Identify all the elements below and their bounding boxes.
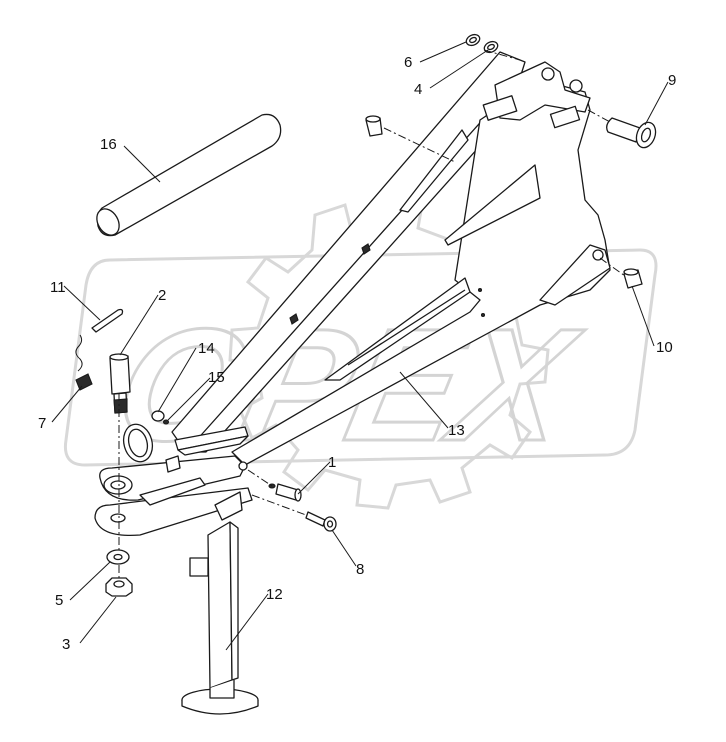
part-2-bolt xyxy=(109,353,131,414)
bushing-top xyxy=(365,115,383,137)
callout-16: 16 xyxy=(100,136,117,153)
callout-4: 4 xyxy=(414,81,422,98)
callouts: 1 2 3 4 5 6 7 8 9 10 11 12 13 14 15 16 xyxy=(38,54,676,653)
callout-7: 7 xyxy=(38,415,46,432)
watermark-side-band xyxy=(63,248,658,467)
bushing-hitch xyxy=(165,455,181,473)
frame-slot-left xyxy=(399,129,469,213)
leader-15 xyxy=(167,377,211,421)
part-9-pin xyxy=(606,117,657,149)
part-15-washer xyxy=(162,419,170,425)
leader-3 xyxy=(79,596,117,644)
callout-6: 6 xyxy=(404,54,412,71)
leader-5 xyxy=(69,561,111,601)
frame-cutout-lower xyxy=(324,277,471,381)
part-12-support-leg xyxy=(181,491,259,715)
part-6-washer xyxy=(465,33,481,47)
main-frame xyxy=(171,51,611,466)
part-10-bushing xyxy=(623,268,643,289)
leader-13 xyxy=(399,371,449,429)
leader-7 xyxy=(51,385,83,423)
leader-10 xyxy=(631,285,655,347)
part-1-pin xyxy=(268,483,302,502)
assembly-lines xyxy=(118,49,626,578)
callout-5: 5 xyxy=(55,592,63,609)
part-5-washer xyxy=(106,549,130,565)
leader-1 xyxy=(297,461,331,495)
part-3-nut xyxy=(105,577,133,597)
callout-8: 8 xyxy=(356,561,364,578)
part-11-chain xyxy=(75,308,124,372)
ring xyxy=(122,423,154,463)
callout-15: 15 xyxy=(208,369,225,386)
frame-right-bracket xyxy=(539,244,611,306)
hitch-eye-plates xyxy=(94,455,253,537)
leader-14 xyxy=(157,347,197,413)
callout-10: 10 xyxy=(656,339,673,356)
hitch-lower-plate xyxy=(94,487,253,537)
part-14-nut xyxy=(151,410,165,422)
leader-lines xyxy=(51,41,669,651)
callout-11: 11 xyxy=(50,279,66,296)
part-8-eye-bolt xyxy=(305,511,337,532)
leader-9 xyxy=(644,81,669,126)
frame-cutout-upper xyxy=(444,164,541,246)
leader-6 xyxy=(419,41,467,63)
frame-hitch-block xyxy=(494,61,591,121)
leader-2 xyxy=(119,294,159,356)
callout-3: 3 xyxy=(62,636,70,653)
leader-16 xyxy=(123,145,161,183)
callout-14: 14 xyxy=(198,340,215,357)
leader-8 xyxy=(331,529,357,567)
callout-2: 2 xyxy=(158,287,166,304)
part-7-clip xyxy=(75,373,93,391)
leader-11 xyxy=(63,285,101,321)
callout-1: 1 xyxy=(328,454,336,471)
leader-4 xyxy=(429,49,489,89)
callout-13: 13 xyxy=(448,422,465,439)
leader-12 xyxy=(225,593,269,651)
part-16-tube xyxy=(96,113,282,237)
callout-9: 9 xyxy=(668,72,676,89)
callout-12: 12 xyxy=(266,586,283,603)
